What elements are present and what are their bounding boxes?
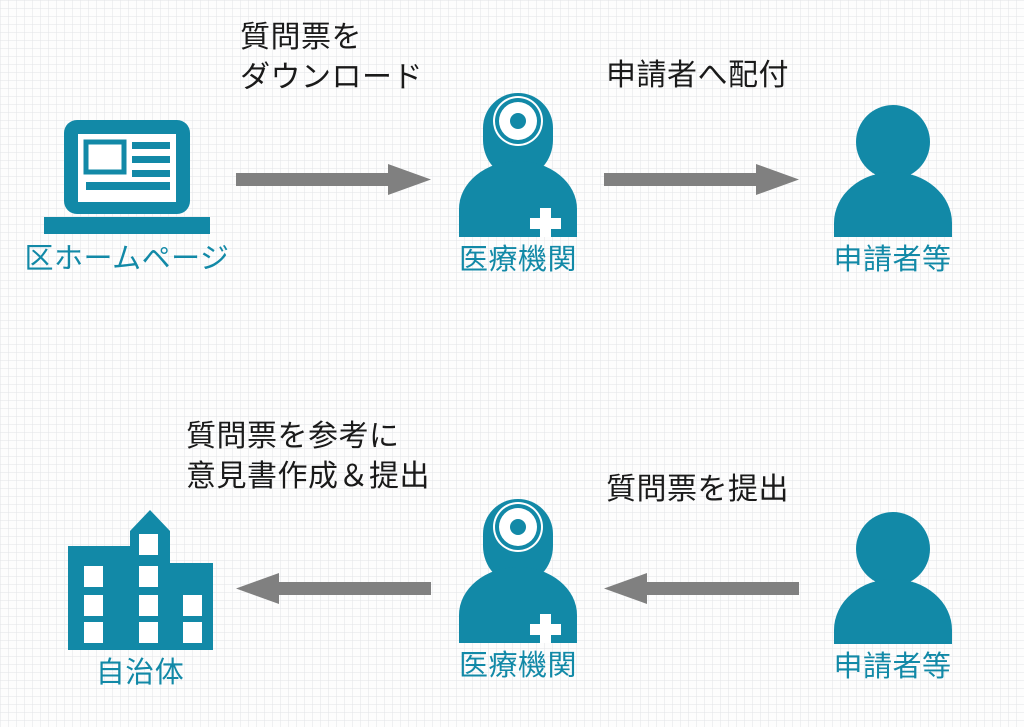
arrow-download-icon <box>236 163 431 202</box>
government-building-icon <box>67 510 213 655</box>
doctor-icon <box>453 92 583 242</box>
flow-label-submit-questionnaire: 質問票を提出 <box>606 470 789 510</box>
node-medical-institution-top[interactable]: 医療機関 <box>438 92 598 277</box>
node-ward-homepage[interactable]: 区ホームページ <box>22 118 232 276</box>
person-icon <box>828 105 958 242</box>
node-label-local-government: 自治体 <box>95 657 185 689</box>
arrow-distribute-icon <box>604 163 799 202</box>
node-applicant-bottom[interactable]: 申請者等 <box>810 512 975 684</box>
node-label-medical-institution-bottom: 医療機関 <box>458 650 577 682</box>
flow-label-distribute-line1: 申請者へ配付 <box>606 59 789 92</box>
node-label-medical-institution-top: 医療機関 <box>458 244 577 276</box>
node-label-applicant-bottom: 申請者等 <box>833 651 952 683</box>
node-label-applicant-top: 申請者等 <box>833 244 952 276</box>
person-icon <box>828 512 958 649</box>
arrow-submit-questionnaire-icon <box>604 572 799 611</box>
node-local-government[interactable]: 自治体 <box>50 510 230 690</box>
arrow-submit-opinion-icon <box>236 572 431 611</box>
flow-label-download-line2: ダウンロード <box>240 60 423 94</box>
flow-label-opinion: 質問票を参考に 意見書作成＆提出 <box>186 417 430 496</box>
flow-label-download: 質問票を ダウンロード <box>240 18 423 97</box>
laptop-webpage-icon <box>42 118 212 241</box>
flow-label-submit-questionnaire-line1: 質問票を提出 <box>606 473 789 506</box>
flow-label-download-line1: 質問票を <box>240 21 362 54</box>
flow-label-opinion-line1: 質問票を参考に <box>186 420 400 453</box>
node-label-ward-homepage: 区ホームページ <box>24 243 230 275</box>
flow-label-distribute: 申請者へ配付 <box>606 56 789 96</box>
node-medical-institution-bottom[interactable]: 医療機関 <box>438 498 598 683</box>
flow-label-opinion-line2: 意見書作成＆提出 <box>186 459 430 493</box>
node-applicant-top[interactable]: 申請者等 <box>810 105 975 277</box>
doctor-icon <box>453 498 583 648</box>
